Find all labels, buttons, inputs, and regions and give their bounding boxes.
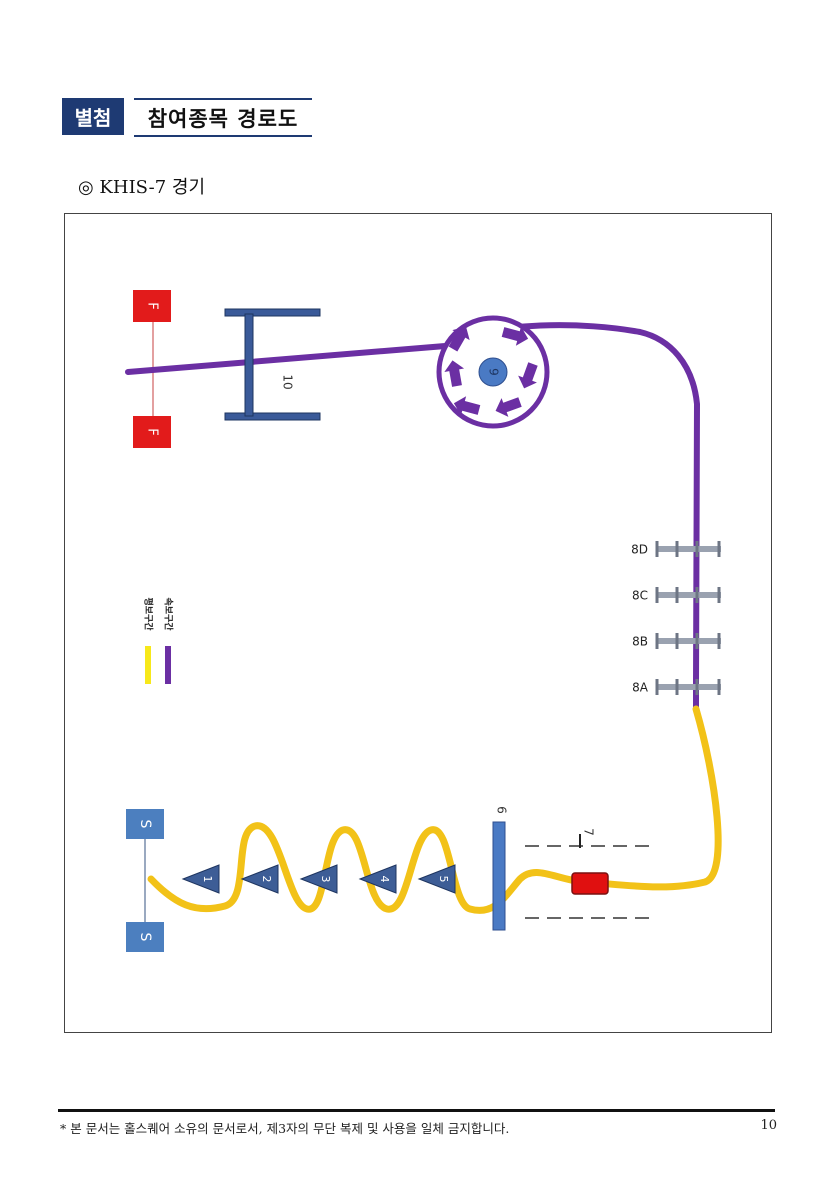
cone-label: 5 [437, 876, 450, 883]
trot-path [125, 322, 701, 712]
finish-flag-bottom-label: F [145, 428, 160, 435]
legend-trot-swatch [165, 646, 171, 684]
gate-post [675, 633, 679, 649]
rotation-arrow-icon [444, 360, 465, 387]
cones: 1 2 3 4 5 [181, 864, 456, 894]
cone-triangle [240, 864, 279, 894]
course-map: F F 10 9 8D 8C 8B 8A [125, 290, 722, 952]
gate-post [695, 587, 699, 603]
gate-label: 8D [631, 543, 648, 557]
page-title: 참여종목 경로도 [134, 98, 312, 137]
walk-path [147, 705, 722, 914]
finish-flag-top-label: F [145, 302, 160, 309]
page-number: 10 [760, 1118, 777, 1133]
start-flag-bottom [126, 922, 164, 952]
start-flag-top-label: S [137, 820, 153, 829]
gate-post [717, 541, 721, 557]
gate-label: 8B [632, 635, 648, 649]
obstacle-6-pole [492, 821, 506, 931]
gate-8c: 8C [632, 587, 721, 603]
gate-label: 8C [632, 589, 648, 603]
obstacle-10 [224, 308, 321, 421]
start-flag-bottom-label: S [137, 933, 153, 942]
finish-flag-top [133, 290, 171, 322]
cone-4: 4 [358, 864, 397, 894]
gates-8: 8D 8C 8B 8A [631, 541, 721, 695]
obstacle-9-label: 9 [487, 368, 501, 376]
obstacle-7-box [571, 872, 609, 895]
legend: 평보구간 속보구간 [143, 597, 175, 684]
rotation-arrow-icon [448, 326, 470, 352]
attachment-badge: 별첨 [62, 98, 124, 135]
gate-post [695, 633, 699, 649]
cone-3: 3 [299, 864, 338, 894]
cone-triangle [181, 864, 220, 894]
cone-1: 1 [181, 864, 220, 894]
legend-walk-swatch [145, 646, 151, 684]
legend-trot-label: 속보구간 [163, 597, 175, 631]
gate-post [655, 587, 659, 603]
gate-post [695, 679, 699, 695]
finish-flag-bottom [133, 416, 171, 448]
obstacle-10-label: 10 [281, 374, 295, 389]
cone-label: 4 [378, 876, 391, 883]
gate-post [655, 679, 659, 695]
course-diagram: F F 10 9 8D 8C 8B 8A [64, 213, 772, 1033]
gate-label: 8A [632, 681, 649, 695]
gate-bar [657, 546, 721, 552]
cone-triangle [417, 864, 456, 894]
rotation-arrow-icon [501, 326, 529, 346]
gate-post [675, 541, 679, 557]
obstacle-6-label: 6 [495, 806, 509, 814]
gate-post [717, 633, 721, 649]
gate-8b: 8B [632, 633, 721, 649]
cone-label: 3 [319, 876, 332, 883]
section-subtitle: ◎ KHIS-7 경기 [78, 177, 206, 198]
cone-triangle [358, 864, 397, 894]
gate-bar [657, 684, 721, 690]
cone-label: 1 [201, 876, 214, 883]
start-flag-top [126, 809, 164, 839]
gate-post [675, 587, 679, 603]
cone-triangle [299, 864, 338, 894]
gate-post [717, 679, 721, 695]
gate-8d: 8D [631, 541, 721, 557]
rotation-arrow-icon [453, 396, 481, 416]
cone-label: 2 [260, 876, 273, 883]
cone-5: 5 [417, 864, 456, 894]
gate-bar [657, 638, 721, 644]
cone-2: 2 [240, 864, 279, 894]
rotation-arrow-icon [495, 397, 522, 417]
gate-post [695, 541, 699, 557]
gate-post [717, 587, 721, 603]
rotation-arrow-icon [518, 362, 538, 389]
gate-post [655, 541, 659, 557]
obstacle-9-circle [436, 315, 550, 429]
gate-post [675, 679, 679, 695]
gate-8a: 8A [632, 679, 721, 695]
obstacle-7-label: 7 [582, 828, 596, 836]
obstacle-7-corridor [525, 834, 657, 919]
legend-walk-label: 평보구간 [143, 597, 155, 631]
footer-notice: * 본 문서는 홀스퀘어 소유의 문서로서, 제3자의 무단 복제 및 사용을 … [60, 1121, 510, 1136]
gate-post [655, 633, 659, 649]
gate-bar [657, 592, 721, 598]
footer-rule [58, 1109, 775, 1112]
